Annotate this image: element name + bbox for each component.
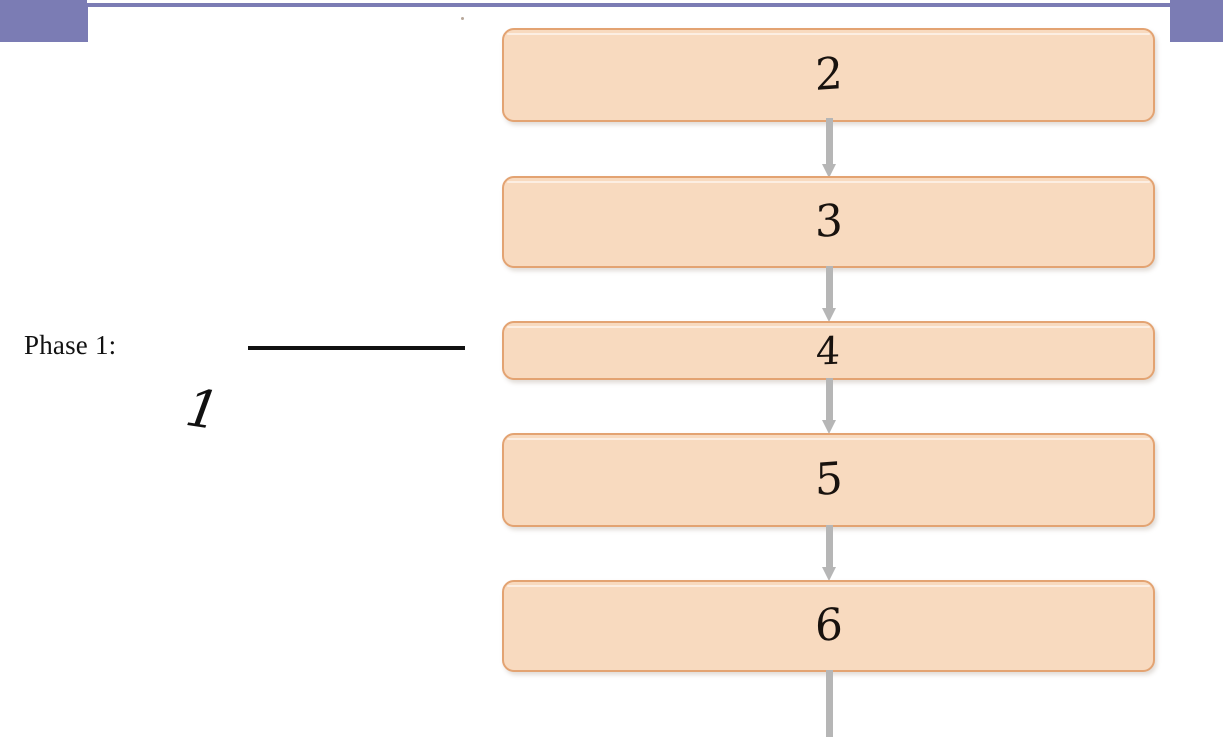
connector-line-below-box-5 [826, 670, 833, 737]
connector-arrow-1-to-2 [822, 118, 836, 180]
handwritten-annotation-1: 1 [181, 378, 224, 443]
handwritten-number-4: 4 [816, 328, 841, 373]
phase-blank-rule [248, 346, 465, 350]
header-accent-block-left [0, 0, 87, 42]
arrow-head-icon [822, 308, 836, 322]
flow-box-3[interactable]: 4 [502, 321, 1155, 380]
handwritten-number-3: 3 [814, 194, 843, 249]
header-accent-block-right [1170, 0, 1223, 42]
arrow-shaft [826, 118, 833, 166]
arrow-head-icon [822, 164, 836, 178]
speck-mark-upper-left [461, 17, 464, 20]
connector-arrow-3-to-4 [822, 378, 836, 436]
connector-arrow-2-to-3 [822, 266, 836, 324]
flow-box-4[interactable]: 5 [502, 433, 1155, 527]
flow-box-2[interactable]: 3 [502, 176, 1155, 268]
arrow-shaft [826, 266, 833, 310]
arrow-head-icon [822, 567, 836, 581]
handwritten-number-2: 2 [814, 47, 843, 102]
connector-arrow-4-to-5 [822, 525, 836, 583]
arrow-head-icon [822, 420, 836, 434]
phase-label: Phase 1: [24, 330, 117, 360]
arrow-shaft [826, 525, 833, 569]
arrow-shaft [826, 378, 833, 422]
handwritten-number-5: 5 [814, 452, 843, 507]
handwritten-number-6: 6 [814, 598, 843, 653]
flow-box-1[interactable]: 2 [502, 28, 1155, 122]
header-accent-rule [85, 3, 1173, 7]
header-accent-tick [85, 3, 88, 42]
flow-box-5[interactable]: 6 [502, 580, 1155, 672]
